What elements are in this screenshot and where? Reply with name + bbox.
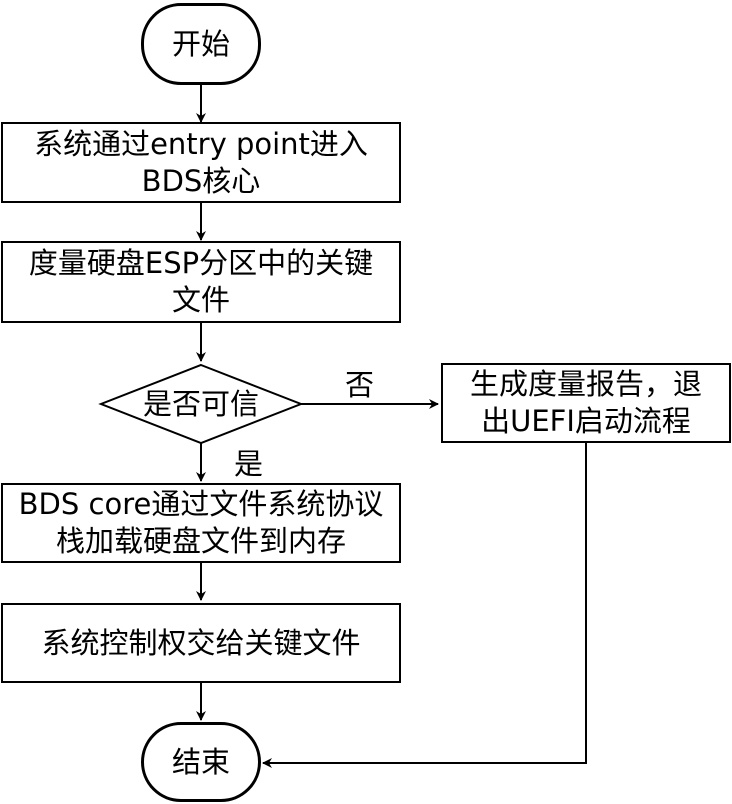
step-report-exit-uefi-line1: 生成度量报告，退 — [469, 367, 702, 401]
start-label: 开始 — [171, 26, 230, 61]
step-load-disk-files: BDS core通过文件系统协议 栈加载硬盘文件到内存 — [1, 483, 401, 563]
step-report-exit-uefi: 生成度量报告，退 出UEFI启动流程 — [441, 363, 731, 443]
step-handover-control: 系统控制权交给关键文件 — [1, 603, 401, 683]
decision-label: 是否可信 — [142, 387, 259, 421]
step-handover-control-label: 系统控制权交给关键文件 — [41, 625, 361, 660]
step-measure-esp-files: 度量硬盘ESP分区中的关键 文件 — [1, 241, 401, 323]
start-node: 开始 — [141, 3, 261, 85]
edge-label-no: 否 — [345, 368, 375, 402]
step-enter-bds-core-line1: 系统通过entry point进入 — [34, 126, 368, 161]
end-label: 结束 — [171, 744, 230, 779]
end-node: 结束 — [141, 722, 261, 802]
step-measure-esp-files-line2: 文件 — [171, 283, 230, 317]
edge-label-yes: 是 — [234, 447, 264, 481]
step-enter-bds-core: 系统通过entry point进入 BDS核心 — [1, 122, 401, 203]
step-enter-bds-core-line2: BDS核心 — [141, 163, 261, 198]
step-load-disk-files-line1: BDS core通过文件系统协议 — [18, 487, 384, 521]
arrow-fail-to-end — [262, 443, 587, 768]
step-load-disk-files-line2: 栈加载硬盘文件到内存 — [55, 524, 346, 558]
decision-diamond — [98, 363, 304, 445]
step-measure-esp-files-line1: 度量硬盘ESP分区中的关键 — [28, 246, 374, 280]
step-report-exit-uefi-line2: 出UEFI启动流程 — [481, 404, 691, 438]
